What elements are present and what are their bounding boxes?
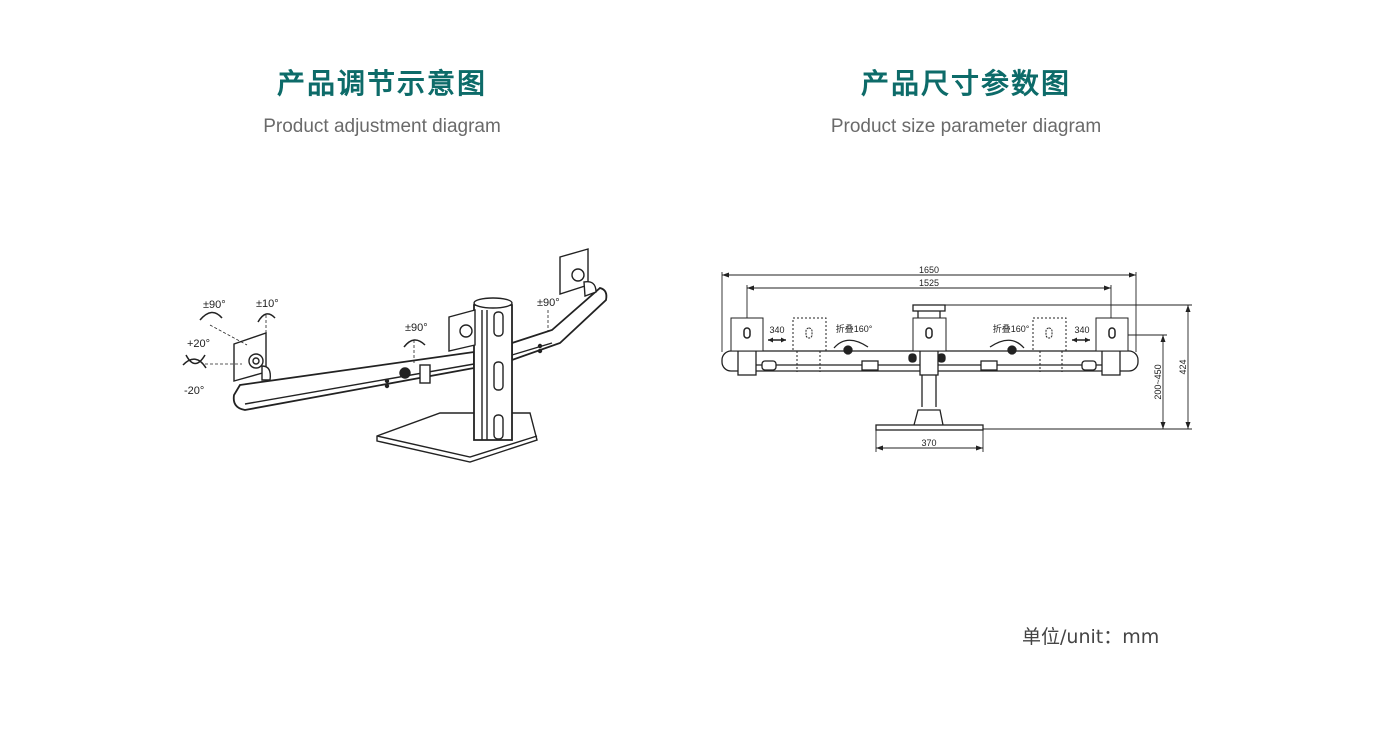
- dimension-lines: [721, 272, 1192, 452]
- right-joint-angle-label: ±90°: [537, 297, 560, 309]
- rotate-arrow-icon: [199, 311, 223, 321]
- tilt-down-label: -20°: [184, 385, 204, 397]
- size-diagram-subtitle: Product size parameter diagram: [830, 116, 1102, 137]
- unit-label: 单位/unit：mm: [1022, 626, 1160, 648]
- size-diagram-title: 产品尺寸参数图: [860, 67, 1071, 100]
- middle-monitor-plate: [448, 309, 476, 352]
- slide-right-label: 340: [1074, 325, 1089, 335]
- tilt-arrow-icon: [185, 354, 206, 365]
- fold-right-label: 折叠160°: [993, 323, 1030, 334]
- rotate-arrow-icon: [257, 313, 276, 323]
- dimension-arrows: [722, 272, 1191, 451]
- right-monitor-plate: [559, 248, 597, 297]
- right-arm: [511, 287, 608, 362]
- adjustment-diagram-title: 产品调节示意图: [276, 67, 487, 100]
- left-arm: [232, 350, 475, 411]
- base-width-label: 370: [921, 438, 936, 448]
- monitor-plates: [730, 317, 1129, 372]
- left-monitor-plate: [233, 332, 272, 382]
- fold-arrow-icon: [833, 339, 869, 349]
- middle-joint-angle-label: ±90°: [405, 322, 428, 334]
- vesa-span-label: 1525: [919, 278, 939, 288]
- adjustment-diagram-subtitle: Product adjustment diagram: [263, 116, 501, 137]
- total-width-label: 1650: [919, 265, 939, 275]
- tilt-arrow-icon: [182, 358, 207, 369]
- stand-post: [875, 304, 984, 431]
- height-range-label: 200~450: [1153, 364, 1163, 399]
- fold-arrow-icon: [989, 339, 1025, 349]
- slide-left-label: 340: [769, 325, 784, 335]
- rotate-angle-label: ±10°: [256, 298, 279, 310]
- fold-left-label: 折叠160°: [836, 323, 873, 334]
- swivel-angle-label: ±90°: [203, 299, 226, 311]
- rotation-arrows: [182, 310, 549, 369]
- total-height-label: 424: [1178, 359, 1188, 374]
- stand-column: [473, 297, 513, 441]
- tilt-up-label: +20°: [187, 338, 210, 350]
